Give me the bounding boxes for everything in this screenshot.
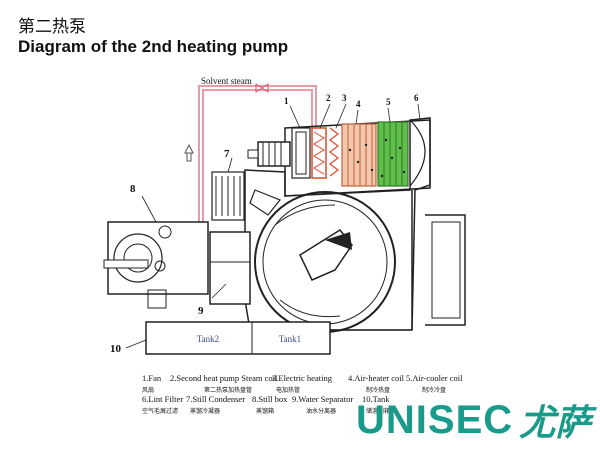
legend-item-7: 7.Still Condenser (186, 394, 246, 404)
legend-item-2-cn: 第二热泵加热盘管 (204, 387, 253, 394)
callout-9: 9 (198, 305, 204, 317)
legend-item-5: 5.Air-cooler coil (406, 373, 463, 383)
unisec-logo: UNISEC 尤萨 (356, 397, 591, 445)
legend-item-3: 3.Electric heating (272, 373, 332, 383)
page-title: Diagram of the 2nd heating pump (18, 37, 289, 56)
air-cooler-coil (377, 121, 409, 187)
legend-item-8: 8.Still box (252, 394, 288, 404)
legend-item-3-cn: 电加热管 (276, 387, 301, 394)
title-chinese: 第二热泵 (18, 17, 86, 37)
callout-3: 3 (342, 93, 347, 103)
steam-valve-icon (255, 83, 263, 93)
legend-item-1-cn: 风扇 (142, 387, 155, 394)
legend-item-6: 6.Lint Filter (142, 394, 184, 404)
fan-motor (247, 141, 291, 167)
legend-item-8-cn: 蒸馏箱 (256, 408, 275, 415)
callout-10: 10 (110, 343, 122, 355)
solvent-steam-pipe (198, 85, 317, 222)
tank (145, 321, 331, 355)
brand-name-cn: 尤萨 (519, 403, 592, 444)
callout-1: 1 (284, 96, 289, 106)
airflow-marks (348, 138, 406, 178)
callout-8: 8 (130, 183, 136, 195)
solvent-steam-label: Solvent steam (201, 76, 252, 86)
legend-item-4-cn: 制冷热盘 (366, 387, 391, 394)
brand-name: UNISEC (356, 397, 514, 442)
drum-rotation-arrow (274, 204, 336, 226)
up-arrow-icon (184, 143, 194, 162)
still-box (103, 221, 209, 309)
legend-item-2: 2.Second heat pump Steam coil (170, 373, 278, 383)
second-heat-pump-steam-coil (311, 127, 327, 179)
legend-item-10: 10.Tank (362, 394, 390, 404)
legend-item-4: 4.Air-heater coil (348, 373, 404, 383)
fan (291, 127, 311, 179)
callout-6: 6 (414, 93, 419, 103)
callout-2: 2 (326, 93, 331, 103)
legend-item-5-cn: 制冷冷盘 (422, 387, 447, 394)
legend-item-9-cn: 油水分离器 (306, 408, 337, 415)
legend-item-6-cn: 空气毛屑过滤 (142, 408, 179, 415)
callout-5: 5 (386, 97, 391, 107)
electric-heating (329, 127, 339, 177)
legend-item-1: 1.Fan (142, 373, 162, 383)
legend-item-9: 9.Water Separator (292, 394, 354, 404)
legend-item-7-cn: 蒸馏冷凝器 (190, 408, 221, 415)
tank2-label: Tank2 (197, 334, 219, 344)
legend-item-10-cn: 储溶剂箱 (366, 408, 391, 415)
callout-7: 7 (224, 148, 230, 160)
air-heater-coil (341, 123, 377, 187)
tank1-label: Tank1 (279, 334, 301, 344)
still-condenser (211, 171, 245, 221)
lint-filter (409, 119, 426, 187)
callout-4: 4 (356, 99, 361, 109)
water-separator (209, 231, 251, 305)
